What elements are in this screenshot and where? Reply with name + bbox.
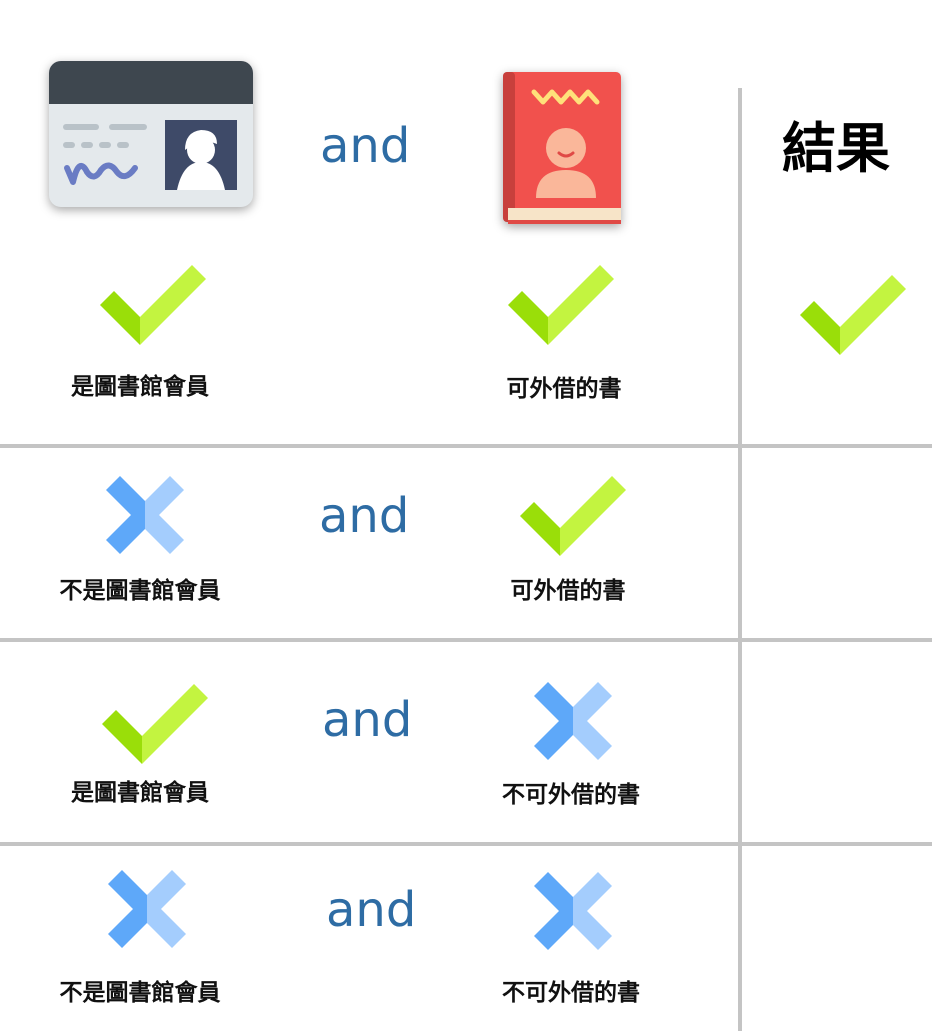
row-2-member-label: 不是圖書館會員 — [59, 578, 221, 604]
row-2-and-connector: and — [319, 488, 410, 544]
row-4-member-cross-icon — [108, 870, 186, 952]
row-divider — [0, 638, 932, 642]
row-4-and-connector: and — [326, 882, 417, 938]
row-2-book-check-icon — [520, 466, 628, 560]
row-3-and-connector: and — [322, 692, 413, 748]
row-2-book-label: 可外借的書 — [510, 578, 626, 604]
book-icon — [503, 72, 621, 224]
row-4-book-cross-icon — [534, 872, 612, 954]
row-3-book-label: 不可外借的書 — [502, 782, 640, 808]
row-3-member-label: 是圖書館會員 — [71, 780, 209, 806]
row-4-book-label: 不可外借的書 — [502, 980, 640, 1006]
result-column-header: 結果 — [782, 117, 890, 180]
row-1-member-check-icon — [100, 255, 208, 349]
row-1-book-label: 可外借的書 — [506, 376, 622, 402]
row-1-book-check-icon — [508, 255, 616, 349]
row-divider — [0, 444, 932, 448]
member-card-icon — [49, 61, 253, 207]
row-2-member-cross-icon — [106, 476, 184, 558]
row-3-book-cross-icon — [534, 682, 612, 764]
result-column-divider — [738, 88, 742, 1031]
row-4-member-label: 不是圖書館會員 — [59, 980, 221, 1006]
row-1-member-label: 是圖書館會員 — [71, 374, 209, 400]
header-and-connector: and — [320, 118, 411, 174]
row-3-member-check-icon — [102, 674, 210, 768]
row-1-result-check-icon — [800, 265, 908, 359]
row-divider — [0, 842, 932, 846]
